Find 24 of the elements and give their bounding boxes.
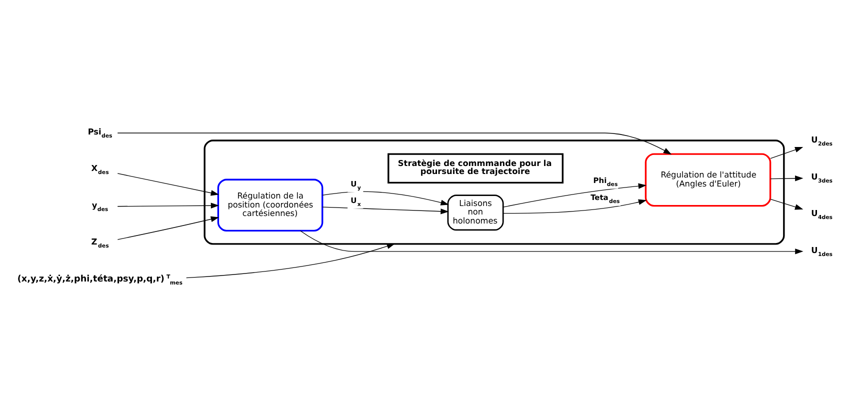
arrow: [322, 190, 448, 205]
node-text: U$_{3des}$: [810, 170, 832, 184]
arrow: [502, 198, 646, 214]
arrow: [186, 242, 395, 278]
arrow: [770, 175, 803, 181]
node-text: U$_{4des}$: [810, 208, 832, 221]
node-text: Z$_{des}$: [90, 236, 108, 250]
arrow: [322, 206, 448, 214]
node-text: X$_{des}$: [90, 162, 108, 176]
node-box: Liaisons non holonomes: [446, 194, 504, 230]
arrow: [116, 172, 219, 196]
arrow: [116, 132, 672, 154]
node-text: U$_{1des}$: [810, 244, 832, 258]
node-text: y$_{des}$: [91, 199, 108, 212]
arrow: [770, 198, 803, 210]
node-box: Stratègie de commmande pour la poursuite de trajectoire: [387, 152, 564, 184]
arrow: [116, 202, 219, 208]
arrow: [116, 216, 219, 240]
cluster: [203, 139, 784, 244]
node-text: Psi$_{des}$: [87, 126, 112, 139]
node-box: Régulation de l'attitude (Angles d'Euler): [644, 152, 771, 206]
arrow: [770, 146, 803, 158]
node-text: U$_{2des}$: [810, 134, 832, 148]
node-box: Régulation de la position (coordonées cartésiennes): [216, 178, 323, 232]
